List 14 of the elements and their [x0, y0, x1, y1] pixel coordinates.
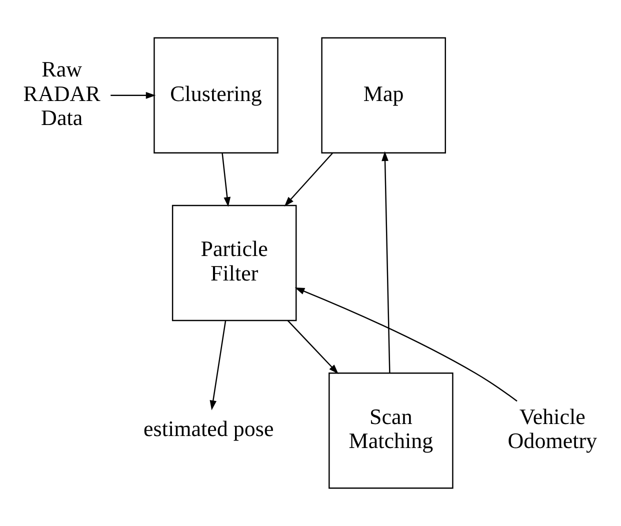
- node-text: Vehicle Odometry: [508, 404, 598, 454]
- arrow: [210, 320, 226, 410]
- arrow: [294, 287, 518, 402]
- node-text: Raw RADAR Data: [23, 56, 100, 130]
- arrow: [284, 152, 334, 206]
- node-box: Clustering: [154, 37, 278, 154]
- node-box: Scan Matching: [328, 372, 454, 489]
- arrow: [382, 151, 390, 373]
- arrow: [222, 152, 231, 207]
- arrow: [287, 320, 338, 374]
- arrow: [110, 92, 156, 99]
- node-text: estimated pose: [144, 416, 274, 441]
- node-box: Map: [321, 37, 446, 154]
- node-box: Particle Filter: [172, 204, 297, 322]
